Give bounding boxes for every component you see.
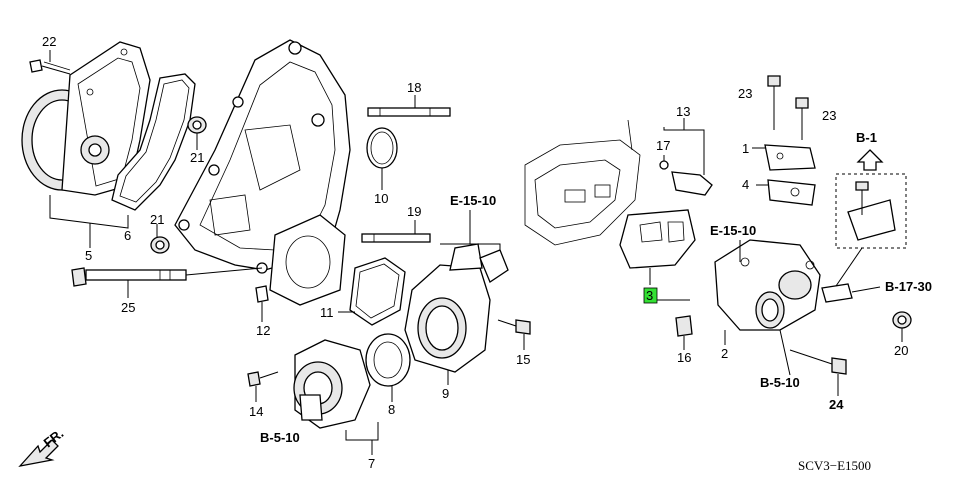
switch-16[interactable] [675, 315, 693, 337]
label-25: 25 [121, 300, 135, 315]
detail-box-b1 [835, 173, 907, 249]
ref-b-1: B-1 [856, 130, 877, 145]
label-11: 11 [320, 305, 334, 320]
nut-21-lower[interactable] [150, 236, 170, 254]
bolt-23-right[interactable] [795, 97, 809, 140]
label-15: 15 [516, 352, 530, 367]
water-pump[interactable] [21, 41, 151, 196]
bolt-24[interactable] [789, 349, 847, 375]
thermostat-8[interactable] [365, 333, 411, 387]
ref-e-15-10-right: E-15-10 [710, 223, 756, 238]
nut-21-upper[interactable] [187, 116, 207, 134]
gasket-3[interactable] [619, 209, 696, 269]
coolant-outlet-2[interactable] [714, 239, 853, 331]
label-3[interactable]: 3 [646, 288, 653, 303]
nut-20[interactable] [892, 311, 912, 329]
highlight-3 [643, 287, 658, 304]
label-23-right: 23 [822, 108, 836, 123]
ref-b-17-30: B-17-30 [885, 279, 932, 294]
bolt-23-left[interactable] [767, 75, 781, 130]
bolt-14[interactable] [247, 371, 279, 387]
cylinder-head-outline [524, 119, 641, 246]
front-arrow-icon [18, 439, 59, 467]
label-5: 5 [85, 248, 92, 263]
gasket-11[interactable] [349, 257, 406, 326]
label-6: 6 [124, 228, 131, 243]
label-8: 8 [388, 402, 395, 417]
label-24: 24 [829, 397, 844, 412]
thermostat-housing-9[interactable] [404, 243, 509, 373]
arrow-up-icon [856, 149, 884, 171]
label-13: 13 [676, 104, 690, 119]
stud-18[interactable] [367, 107, 451, 117]
label-20: 20 [894, 343, 908, 358]
bolt-22[interactable] [29, 59, 71, 75]
label-7: 7 [368, 456, 375, 471]
label-14: 14 [249, 404, 263, 419]
label-23-left: 23 [738, 86, 752, 101]
label-16: 16 [677, 350, 691, 365]
label-12: 12 [256, 323, 270, 338]
ref-b-5-10-right: B-5-10 [760, 375, 800, 390]
ref-b-5-10-left: B-5-10 [260, 430, 300, 445]
label-18: 18 [407, 80, 421, 95]
label-10: 10 [374, 191, 388, 206]
bolt-15[interactable] [497, 319, 531, 335]
bracket-1[interactable] [764, 144, 816, 171]
label-19: 19 [407, 204, 421, 219]
bolt-25[interactable] [71, 267, 187, 287]
o-ring-10[interactable] [366, 127, 398, 169]
pump-gasket-6[interactable] [111, 73, 196, 211]
bolt-12[interactable] [255, 285, 269, 303]
gasket-4[interactable] [767, 179, 816, 206]
label-21-lower: 21 [150, 212, 164, 227]
diagram-code: SCV3−E1500 [798, 458, 871, 473]
thermostat-cover-7[interactable] [293, 339, 371, 429]
label-17: 17 [656, 138, 670, 153]
water-passage-housing[interactable] [174, 39, 351, 274]
sensor-13[interactable] [659, 160, 713, 196]
label-9: 9 [442, 386, 449, 401]
stud-19[interactable] [361, 233, 431, 243]
label-4: 4 [742, 177, 749, 192]
label-2: 2 [721, 346, 728, 361]
label-1: 1 [742, 141, 749, 156]
label-21-upper: 21 [190, 150, 204, 165]
label-22: 22 [42, 34, 56, 49]
housing-outlet-flange[interactable] [269, 214, 346, 306]
ref-e-15-10-left: E-15-10 [450, 193, 496, 208]
